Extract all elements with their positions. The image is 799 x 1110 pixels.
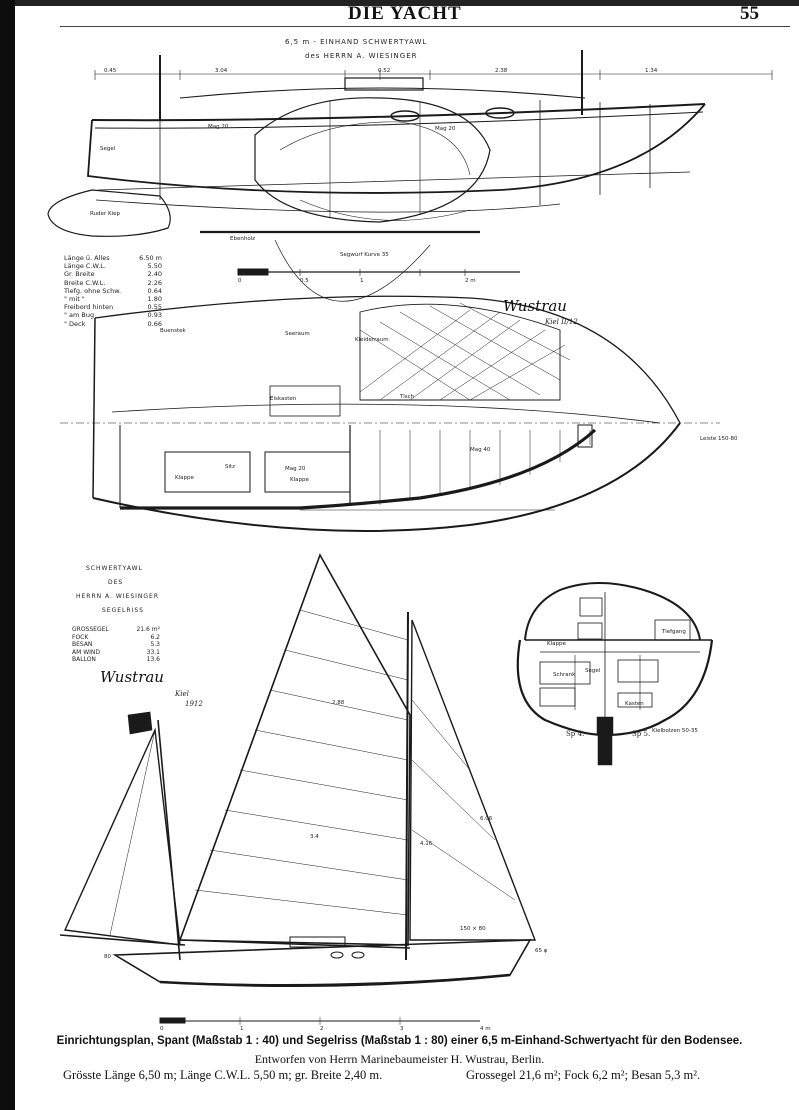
dimension-row: Tiefg. ohne Schw.0.64: [64, 286, 162, 295]
page-binding-edge: [0, 0, 15, 1110]
side-elevation-drawing: [47, 50, 773, 302]
figure-caption-bold: Einrichtungsplan, Spant (Maßstab 1 : 40)…: [56, 1035, 743, 1047]
section-label-sp4: Sp 4.: [566, 730, 585, 738]
page-number: 55: [740, 3, 759, 24]
svg-text:Klappe: Klappe: [547, 641, 566, 647]
signature-date: Kiel II/12: [545, 318, 578, 326]
svg-text:2: 2: [320, 1026, 324, 1032]
svg-text:3.4: 3.4: [310, 834, 319, 840]
svg-text:2.38: 2.38: [495, 68, 508, 74]
svg-text:Ruder Kiep: Ruder Kiep: [90, 211, 120, 217]
svg-text:Sitz: Sitz: [225, 464, 235, 470]
dimension-row: Länge C.W.L.5.50: [64, 262, 162, 271]
svg-text:Buenstek: Buenstek: [160, 328, 187, 334]
figure-caption-sail-areas: Grossegel 21,6 m²; Fock 6,2 m²; Besan 5,…: [466, 1068, 701, 1082]
dimension-row: Breite C.W.L.2.26: [64, 278, 162, 287]
svg-text:Kasten: Kasten: [625, 701, 644, 707]
svg-text:2.88: 2.88: [332, 700, 345, 706]
svg-text:4.16: 4.16: [420, 841, 433, 847]
sail-plan-signature: Wustrau: [100, 668, 164, 686]
svg-text:0: 0: [160, 1026, 164, 1032]
dimension-row: " mit "1.80: [64, 295, 162, 304]
sail-plan-title-line: HERRN A. WIESINGER: [76, 593, 160, 600]
drawing-title: 6,5 m - EINHAND SCHWERTYAWL: [285, 38, 428, 46]
drawing-subtitle: des HERRN A. WIESINGER: [305, 52, 418, 60]
svg-text:Kleiderraum: Kleiderraum: [355, 337, 389, 343]
svg-text:3.04: 3.04: [215, 68, 228, 74]
header-rule: [60, 26, 790, 27]
svg-text:1.34: 1.34: [645, 68, 658, 74]
page-top-edge: [15, 0, 799, 6]
sail-plan-title-block: SCHWERTYAWL DES HERRN A. WIESINGER SEGEL…: [64, 562, 159, 618]
svg-text:65 φ: 65 φ: [535, 948, 548, 954]
svg-text:Segel: Segel: [100, 146, 116, 152]
svg-text:1: 1: [240, 1026, 244, 1032]
svg-text:0.52: 0.52: [378, 68, 390, 74]
svg-text:2 m: 2 m: [465, 278, 476, 284]
svg-text:Tiefgang: Tiefgang: [661, 629, 686, 635]
designer-signature: Wustrau: [503, 297, 567, 315]
sail-plan-title-line: SEGELRISS: [102, 607, 144, 614]
svg-text:1: 1: [360, 278, 364, 284]
svg-text:Klappe: Klappe: [290, 477, 309, 483]
plan-view-drawing: [60, 295, 720, 532]
svg-text:Seeraum: Seeraum: [285, 331, 310, 337]
cross-section-drawing: [516, 582, 714, 766]
figure-caption-dimensions: Grösste Länge 6,50 m; Länge C.W.L. 5,50 …: [63, 1068, 383, 1082]
sail-plan-drawing: [59, 553, 537, 1025]
svg-text:6.06: 6.06: [480, 816, 493, 822]
svg-text:0: 0: [238, 278, 242, 284]
sail-plan-signature-year: 1912: [185, 700, 203, 708]
svg-text:Segwurf Kurve 35: Segwurf Kurve 35: [340, 252, 389, 258]
svg-text:3: 3: [400, 1026, 404, 1032]
figure-caption-designer: Entworfen von Herrn Marinebaumeister H. …: [254, 1052, 545, 1066]
section-label-sp5: Sp 5.: [632, 730, 651, 738]
svg-text:Leiste 150-80: Leiste 150-80: [700, 436, 738, 442]
svg-text:Mag 20: Mag 20: [435, 126, 456, 132]
svg-text:4 m: 4 m: [480, 1026, 491, 1032]
svg-text:Eiskasten: Eiskasten: [270, 396, 297, 402]
running-title: DIE YACHT: [348, 3, 462, 24]
sail-plan-title-line: SCHWERTYAWL: [86, 565, 143, 572]
sail-plan-title-line: DES: [108, 579, 124, 586]
svg-text:150 × 80: 150 × 80: [460, 926, 486, 932]
svg-text:Klappe: Klappe: [175, 475, 194, 481]
sail-plan-signature-place: Kiel: [175, 690, 189, 698]
svg-text:Kielbolzen 50-35: Kielbolzen 50-35: [652, 728, 698, 734]
svg-text:Ebenholz: Ebenholz: [230, 236, 255, 242]
svg-text:80: 80: [104, 954, 111, 960]
svg-text:Mag 20: Mag 20: [208, 124, 229, 130]
svg-text:0.5: 0.5: [300, 278, 309, 284]
svg-text:Schrank: Schrank: [553, 672, 576, 678]
svg-text:Tisch: Tisch: [399, 394, 415, 400]
svg-text:Segel: Segel: [585, 668, 601, 674]
svg-text:Mag 20: Mag 20: [285, 466, 306, 472]
svg-text:0.45: 0.45: [104, 68, 117, 74]
svg-text:Mag 40: Mag 40: [470, 447, 491, 453]
